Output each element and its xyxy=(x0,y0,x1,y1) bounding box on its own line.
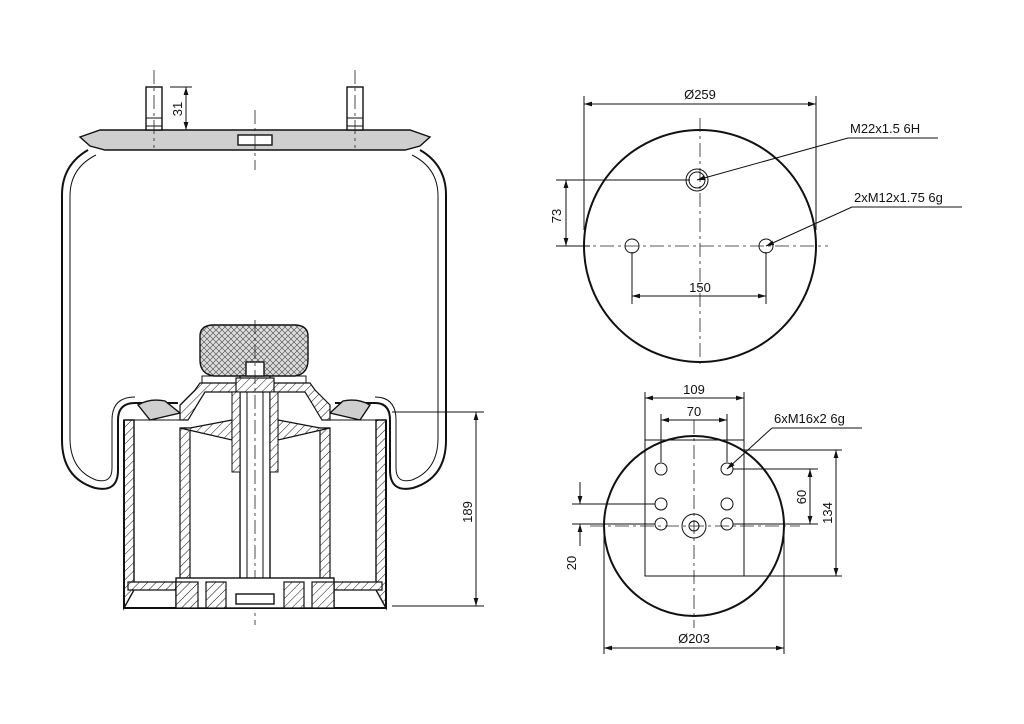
bolt-hole xyxy=(654,462,668,476)
air-bellow xyxy=(61,149,178,490)
label-center-thread: M22x1.5 6H xyxy=(850,121,920,136)
top-plate-view: Ø259 M22x1.5 6H 2xM12x1.75 6g 73 150 xyxy=(549,87,962,368)
dim-stud-height: 31 xyxy=(170,102,185,116)
label-bolt-threads: 6xM16x2 6g xyxy=(774,411,845,426)
dim-center-offset: 73 xyxy=(549,209,564,223)
bolt-hole xyxy=(654,497,668,511)
base-plate-rect xyxy=(644,439,745,577)
dim-row-spacing: 60 xyxy=(794,490,809,504)
piston-right-wall xyxy=(375,419,387,611)
label-side-threads: 2xM12x1.75 6g xyxy=(854,190,943,205)
bolt-hole xyxy=(720,517,734,531)
dim-hole-spacing: 150 xyxy=(689,280,711,295)
rubber-bumper xyxy=(199,324,309,377)
dim-plate-height: 134 xyxy=(820,502,835,524)
piston-base xyxy=(127,581,177,591)
dim-inner-spacing: 70 xyxy=(687,404,701,419)
piston-left-wall xyxy=(123,419,135,611)
dim-bottom-diameter: Ø203 xyxy=(678,631,710,646)
dim-bottom-offset: 20 xyxy=(564,556,579,570)
dim-total-height: 189 xyxy=(460,501,475,523)
side-view: 31 189 xyxy=(61,70,484,625)
bolt-hole xyxy=(654,517,668,531)
center-bore xyxy=(681,513,707,539)
dim-top-diameter: Ø259 xyxy=(684,87,716,102)
bottom-plate-view: 109 70 6xM16x2 6g 60 134 20 Ø203 xyxy=(564,382,862,654)
bolt-hole xyxy=(720,497,734,511)
dim-outer-spacing: 109 xyxy=(683,382,705,397)
